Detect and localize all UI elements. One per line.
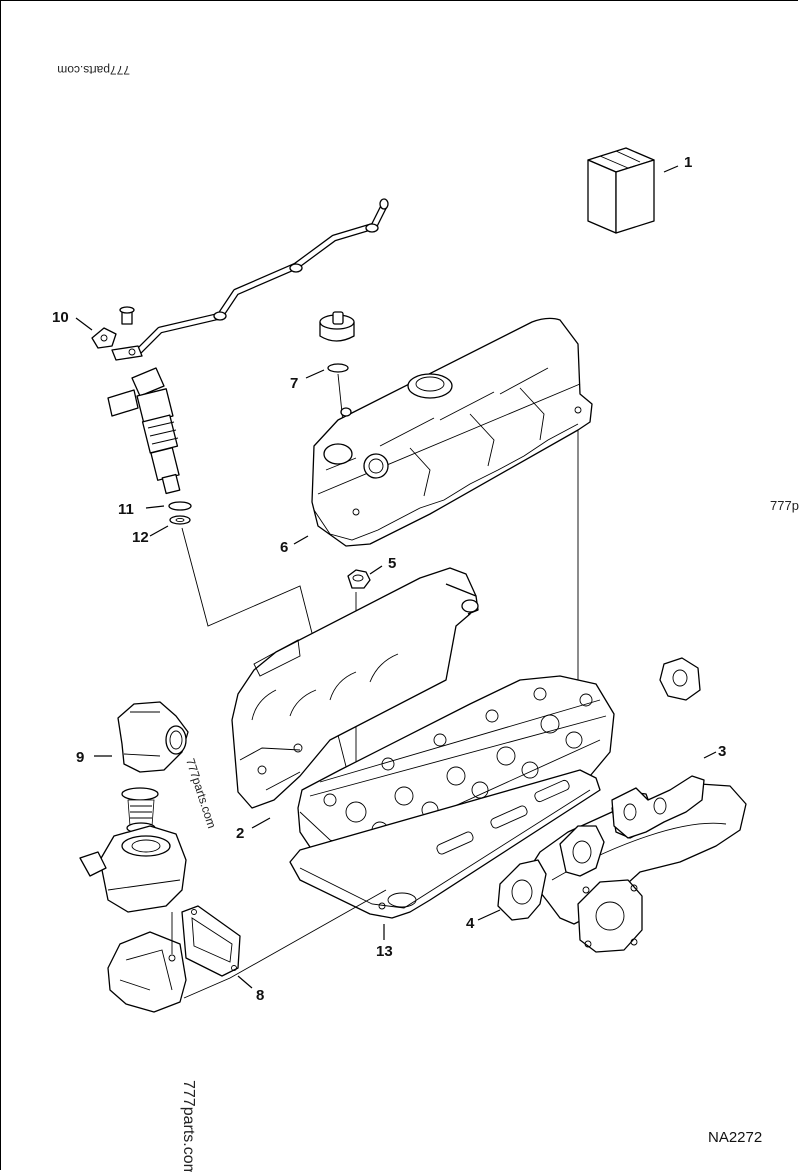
thermostat-housing bbox=[79, 825, 187, 913]
gasket-assembly-line bbox=[183, 889, 387, 999]
callout-4: 4 bbox=[466, 915, 475, 932]
callout-11: 11 bbox=[118, 501, 134, 518]
callout-12: 12 bbox=[132, 529, 149, 546]
callout-1: 1 bbox=[684, 154, 692, 171]
diagram-code: NA2272 bbox=[708, 1129, 762, 1146]
watermark-bottom: 777parts.com bbox=[180, 1080, 197, 1172]
callout-8: 8 bbox=[256, 987, 264, 1004]
valve-cover-nut bbox=[347, 569, 371, 589]
valve-cover bbox=[311, 317, 593, 547]
leader-2 bbox=[251, 817, 271, 829]
leader-12 bbox=[149, 525, 169, 537]
callout-3: 3 bbox=[718, 743, 726, 760]
leader-11 bbox=[145, 505, 165, 509]
thermostat-bracket bbox=[107, 931, 187, 1013]
water-outlet-elbow bbox=[117, 701, 189, 773]
leader-1 bbox=[663, 165, 679, 173]
oil-cap-o-ring bbox=[327, 363, 349, 373]
leader-4 bbox=[477, 909, 501, 921]
leader-5 bbox=[369, 565, 383, 575]
watermark-middle: 777parts.com bbox=[183, 757, 219, 830]
intake-manifold bbox=[231, 567, 479, 809]
callout-5: 5 bbox=[388, 555, 396, 572]
callout-2: 2 bbox=[236, 825, 244, 842]
callout-7: 7 bbox=[290, 375, 298, 392]
callout-13: 13 bbox=[376, 943, 393, 960]
fuel-injector bbox=[107, 367, 181, 495]
oil-filler-cap bbox=[319, 311, 355, 342]
callout-6: 6 bbox=[280, 539, 288, 556]
exhaust-manifold-gasket bbox=[611, 657, 705, 839]
leader-6 bbox=[293, 535, 309, 545]
callout-10: 10 bbox=[52, 309, 69, 326]
watermark-right: 777p bbox=[770, 498, 799, 513]
leader-3 bbox=[703, 751, 717, 759]
injector-clamp-bolt bbox=[91, 306, 143, 361]
leader-10 bbox=[75, 317, 93, 331]
leader-7 bbox=[305, 369, 325, 379]
watermark-top: 777parts.com bbox=[57, 63, 130, 77]
injector-washer bbox=[169, 515, 191, 525]
thermostat-gasket bbox=[181, 905, 241, 977]
callout-9: 9 bbox=[76, 749, 84, 766]
gasket-kit-box bbox=[587, 147, 655, 234]
leader-8 bbox=[237, 975, 253, 989]
fuel-return-line bbox=[135, 198, 389, 355]
cylinder-head-gasket bbox=[289, 769, 601, 919]
injector-o-ring bbox=[168, 501, 192, 511]
